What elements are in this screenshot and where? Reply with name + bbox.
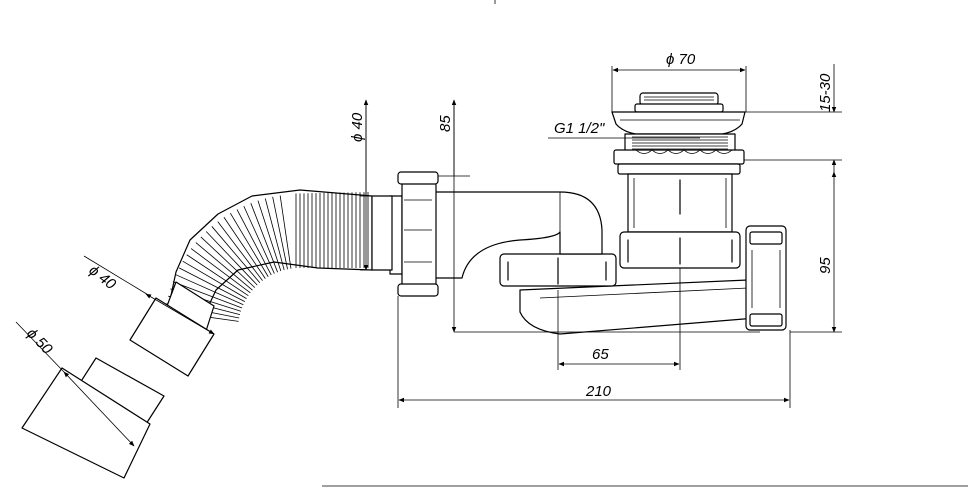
dimension-label-d50-pipe: ϕ 50 [23, 325, 56, 358]
hose-rib [211, 226, 261, 284]
dimension-d70: ϕ 70 [611, 51, 747, 112]
outlet-elbow [433, 191, 603, 279]
hose-rib [217, 221, 263, 281]
hose-rib [178, 267, 246, 303]
dimension-d40-outlet: ϕ 40 [349, 99, 392, 271]
hose-rib [250, 203, 278, 273]
dimension-label-15-30: 15-30 [817, 73, 834, 112]
hose-rib [175, 274, 244, 306]
hose-rib [243, 205, 275, 274]
hose-rib [236, 209, 272, 276]
dimension-label-65: 65 [592, 346, 609, 363]
thread-callout: G1 1/2" [548, 120, 700, 139]
dimension-label-d70: ϕ 70 [666, 51, 696, 68]
dimension-210: 210 [397, 296, 791, 408]
hose-rib [272, 196, 288, 270]
dimension-label-210: 210 [585, 383, 612, 400]
hose-rib [279, 195, 292, 269]
hose-rib [200, 236, 256, 288]
hose-rib [182, 260, 247, 299]
hose-rib [205, 231, 258, 286]
dimension-65: 65 [557, 268, 681, 370]
dimension-label-g112: G1 1/2" [554, 120, 605, 137]
dimension-label-85: 85 [437, 115, 454, 132]
dimension-85: 85 [437, 99, 760, 333]
dimension-label-d40-pipe: ϕ 40 [86, 262, 120, 294]
hose-rib [186, 254, 249, 297]
hose-rib [230, 212, 269, 277]
dimension-label-95: 95 [817, 257, 834, 274]
drain-strainer [611, 92, 746, 269]
outlet-nut [389, 171, 439, 297]
pipe-d50 [21, 357, 165, 479]
trap-body [499, 225, 787, 335]
dimension-95: 95 [790, 171, 842, 333]
hose-rib [223, 217, 266, 279]
dimension-15-30: 15-30 [722, 64, 842, 172]
hose-rib [257, 200, 282, 272]
hose-rib [264, 198, 285, 271]
hose-rib [190, 248, 251, 294]
dimension-label-d40-outlet: ϕ 40 [349, 112, 366, 142]
hose-rib [195, 242, 253, 291]
